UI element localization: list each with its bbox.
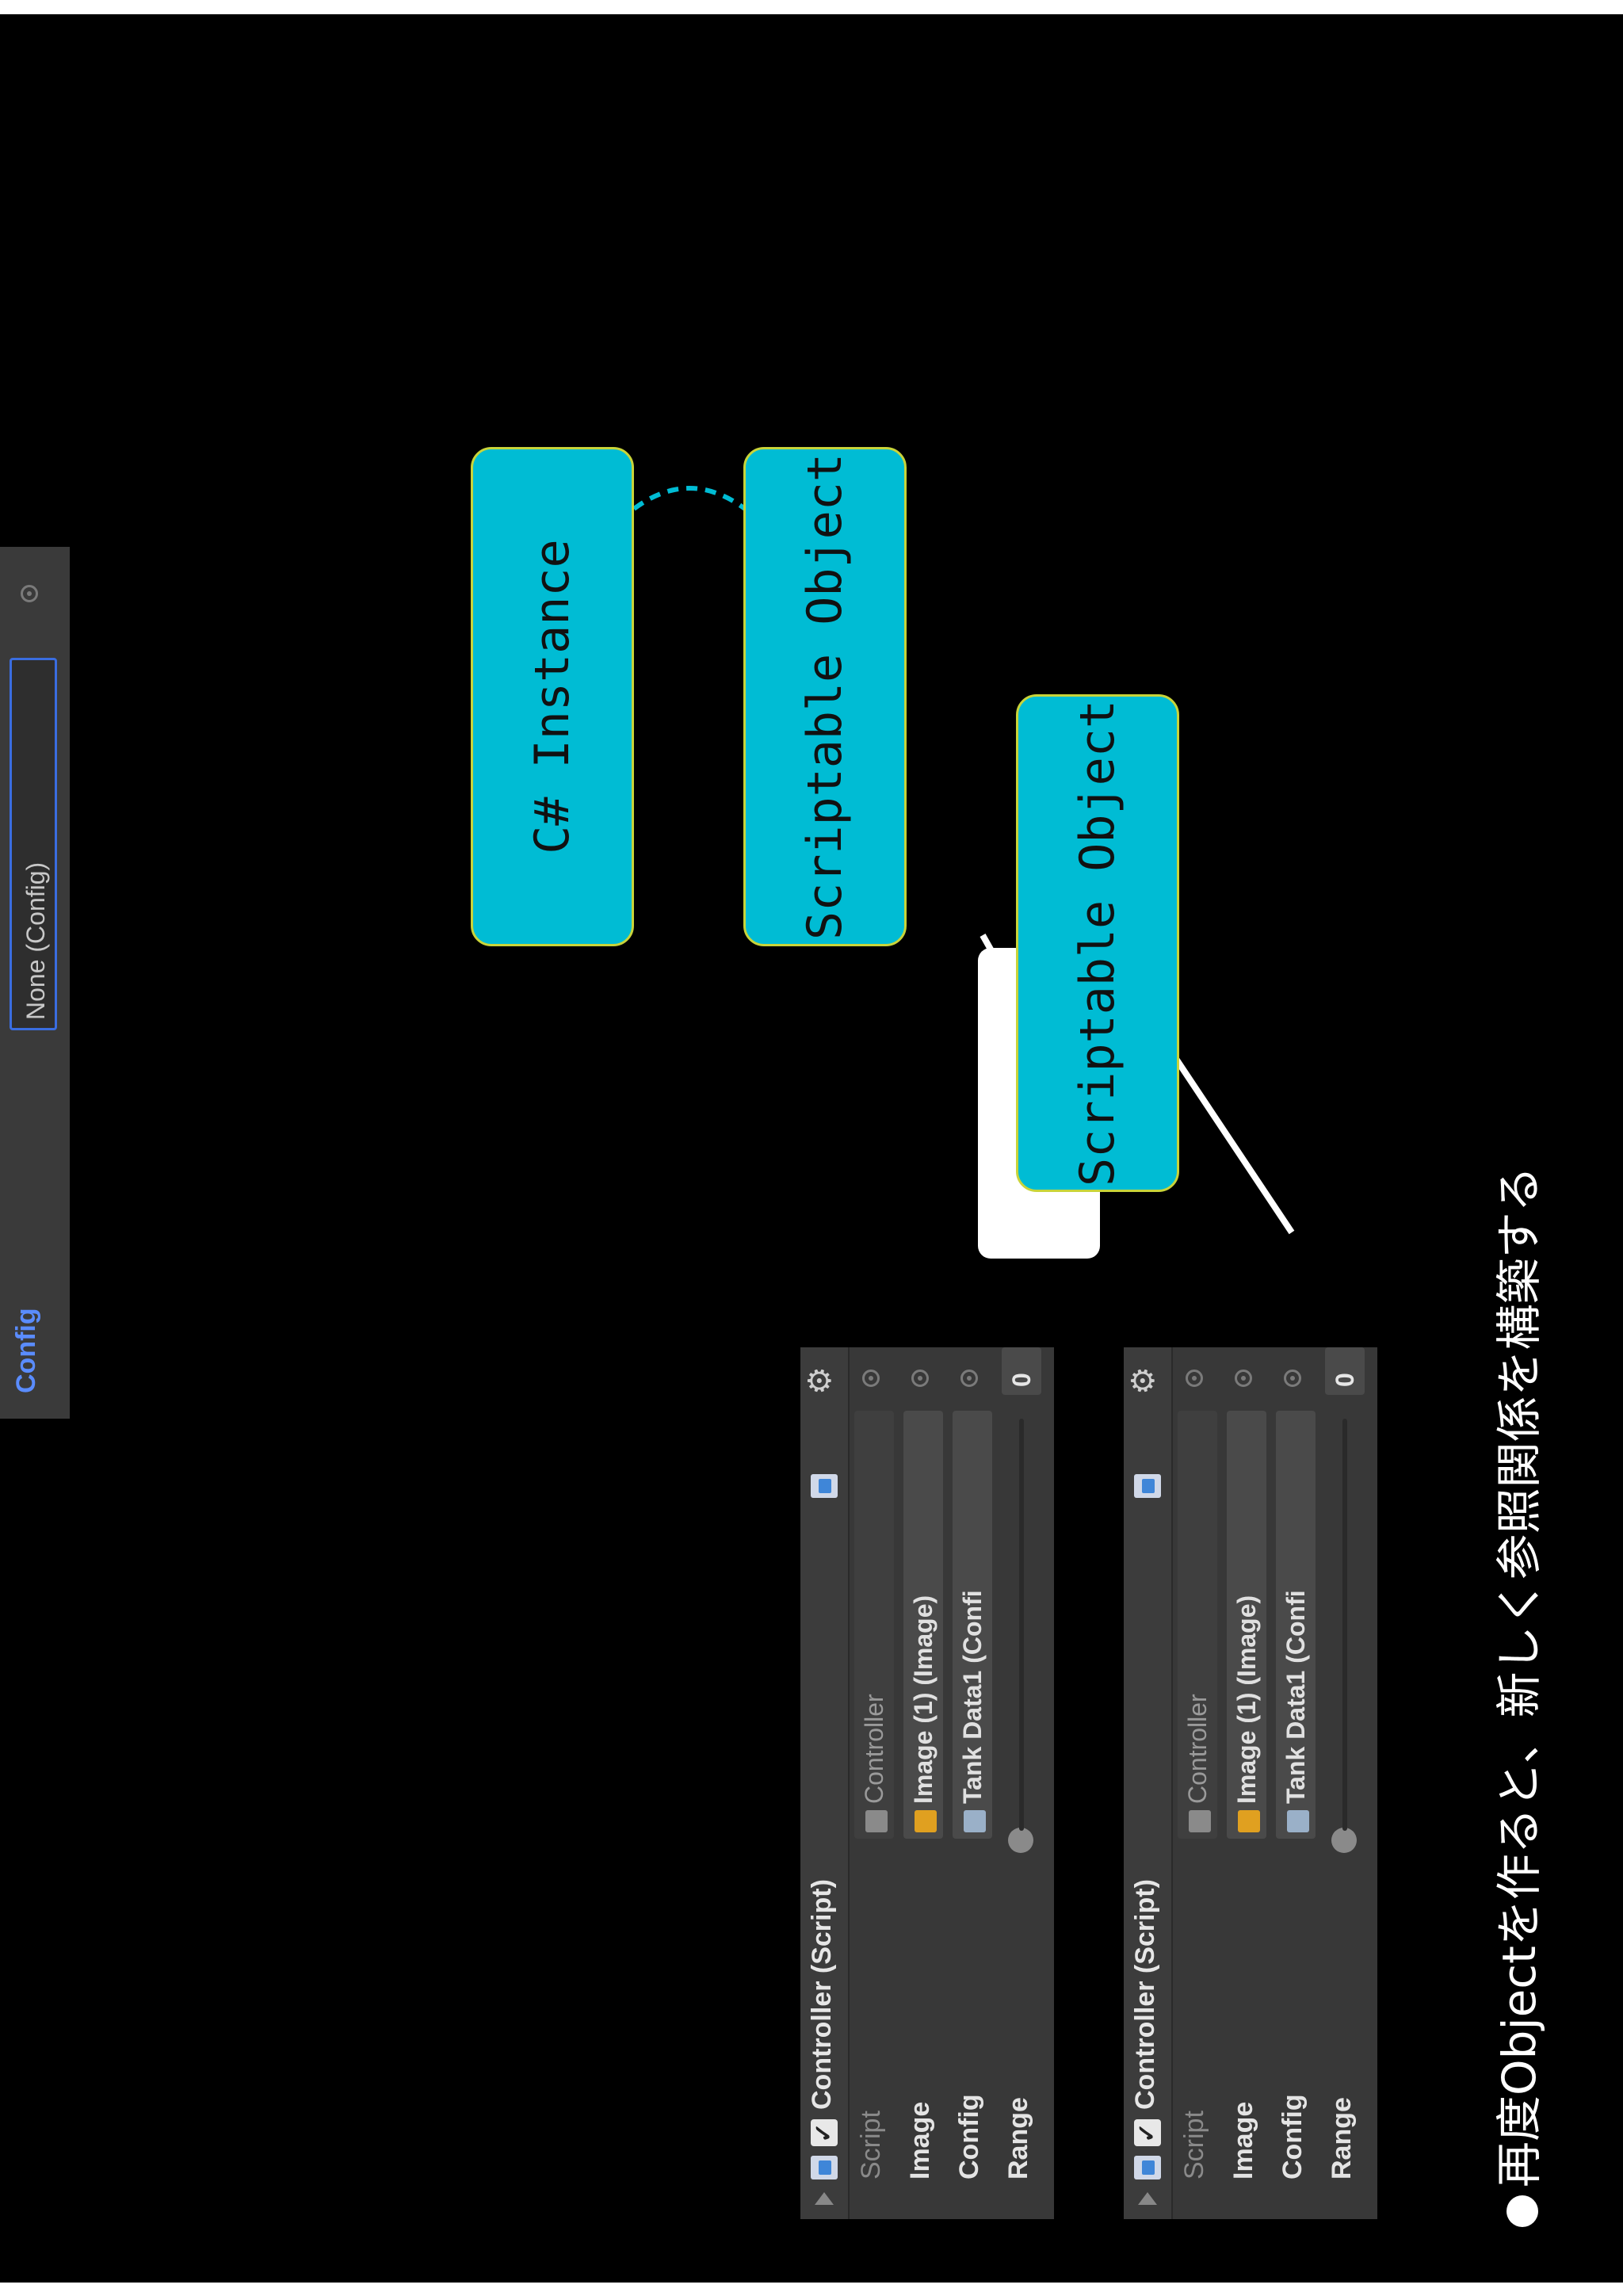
range-value[interactable]: 0 (1325, 1347, 1365, 1395)
range-slider-knob[interactable] (1331, 1828, 1357, 1853)
object-picker-icon[interactable] (1284, 1370, 1301, 1387)
config-object-field[interactable]: None (Config) (10, 658, 57, 1030)
script-icon (1134, 2156, 1161, 2179)
config-label: Config (11, 1308, 41, 1393)
row-config: Config Tank Data1 (Confi (948, 1347, 995, 2219)
controller-inspector-1: ✓ Controller (Script) ⚙ Script Controlle… (800, 1347, 1054, 2219)
foldout-arrow-icon[interactable] (815, 2192, 834, 2205)
row-label: Range (1327, 2097, 1357, 2179)
object-picker-icon[interactable] (21, 585, 38, 602)
gear-icon[interactable]: ⚙ (803, 1366, 838, 1395)
config-field[interactable]: Tank Data1 (Confi (1276, 1411, 1316, 1839)
image-icon (914, 1810, 937, 1832)
slide-content: C# Instance Scriptable Object Scriptable… (0, 14, 1623, 2283)
enabled-checkbox[interactable]: ✓ (811, 2119, 838, 2146)
cs-script-icon (865, 1810, 888, 1832)
slide-caption: 再度Objectを作ると、新しく参照関係を構築する (1482, 1166, 1549, 2227)
row-config: Config Tank Data1 (Confi (1271, 1347, 1319, 2219)
row-range: Range 0 (1320, 1347, 1368, 2219)
row-script: Script Controller (1173, 1347, 1220, 2219)
controller-inspector-2: ✓ Controller (Script) ⚙ Script Controlle… (1124, 1347, 1377, 2219)
bullet-icon (1507, 2195, 1538, 2227)
script-field: Controller (854, 1411, 894, 1839)
top-inspector: Config None (Config) (0, 547, 70, 1419)
component-title: Controller (Script) (807, 1879, 837, 2110)
range-slider-track[interactable] (1342, 1419, 1347, 1831)
script-field: Controller (1178, 1411, 1217, 1839)
enabled-checkbox[interactable]: ✓ (1134, 2119, 1161, 2146)
row-script: Script Controller (850, 1347, 897, 2219)
row-image: Image Image (1) (Image) (1222, 1347, 1270, 2219)
range-slider-track[interactable] (1019, 1419, 1024, 1831)
object-picker-icon[interactable] (1235, 1370, 1252, 1387)
row-label: Script (856, 2111, 886, 2179)
image-field[interactable]: Image (1) (Image) (1227, 1411, 1266, 1839)
dashed-link (632, 486, 747, 511)
row-image: Image Image (1) (Image) (899, 1347, 946, 2219)
row-label: Config (1277, 2094, 1308, 2179)
caption-text: 再度Objectを作ると、新しく参照関係を構築する (1492, 1166, 1546, 2187)
foldout-arrow-icon[interactable] (1138, 2192, 1157, 2205)
image-icon (1237, 1810, 1260, 1832)
row-label: Image (905, 2101, 935, 2179)
range-value[interactable]: 0 (1002, 1347, 1041, 1395)
slide: C# Instance Scriptable Object Scriptable… (0, 14, 1623, 2283)
component-header: ✓ Controller (Script) ⚙ (800, 1347, 850, 2219)
scriptable-object-icon (963, 1810, 986, 1832)
script-icon (811, 2156, 838, 2179)
object-picker-icon[interactable] (911, 1370, 929, 1387)
row-label: Range (1003, 2097, 1033, 2179)
component-title: Controller (Script) (1130, 1879, 1160, 2110)
scriptable-object-box-top: Scriptable Object (743, 447, 907, 946)
help-book-icon[interactable] (811, 1474, 838, 1498)
scriptable-object-icon (1286, 1810, 1309, 1832)
object-picker-icon[interactable] (862, 1370, 880, 1387)
csharp-instance-box: C# Instance (471, 447, 634, 946)
config-field[interactable]: Tank Data1 (Confi (953, 1411, 992, 1839)
help-book-icon[interactable] (1134, 1474, 1161, 1498)
row-label: Image (1228, 2101, 1258, 2179)
scriptable-object-box-bottom: Scriptable Object (1016, 694, 1179, 1192)
image-field[interactable]: Image (1) (Image) (903, 1411, 943, 1839)
gear-icon[interactable]: ⚙ (1126, 1366, 1161, 1395)
row-label: Config (954, 2094, 984, 2179)
row-range: Range 0 (997, 1347, 1044, 2219)
object-picker-icon[interactable] (1186, 1370, 1203, 1387)
cs-script-icon (1188, 1810, 1211, 1832)
row-label: Script (1179, 2111, 1209, 2179)
range-slider-knob[interactable] (1008, 1828, 1033, 1853)
object-picker-icon[interactable] (960, 1370, 978, 1387)
component-header: ✓ Controller (Script) ⚙ (1124, 1347, 1173, 2219)
